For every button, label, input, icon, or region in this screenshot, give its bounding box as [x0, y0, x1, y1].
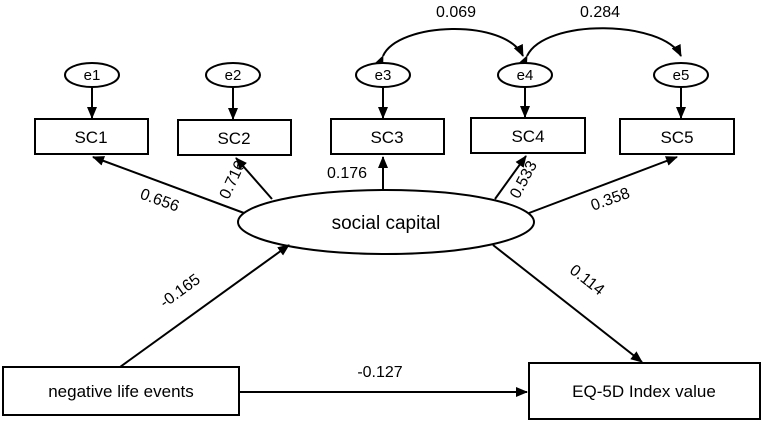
path-label-events-to-capital: -0.165 [157, 271, 204, 311]
latent-factor-label: social capital [332, 213, 441, 234]
indicator-label-sc1: SC1 [74, 128, 107, 147]
indicator-label-sc3: SC3 [370, 128, 403, 147]
error-label-e1: e1 [84, 67, 101, 84]
indicator-label-sc4: SC4 [511, 127, 544, 146]
error-term-e4: e4 [497, 62, 553, 88]
exogenous-label: negative life events [48, 382, 194, 401]
indicator-sc5: SC5 [619, 118, 735, 155]
error-label-e5: e5 [673, 67, 690, 84]
covariance-label-e3-e4: 0.069 [436, 4, 476, 21]
path-arrow-events-to-capital [119, 244, 290, 368]
loading-label-sc3: 0.176 [327, 165, 367, 182]
error-term-e1: e1 [64, 62, 120, 88]
error-label-e2: e2 [225, 67, 242, 84]
loading-arrow-sc5 [528, 156, 678, 214]
error-term-e5: e5 [653, 62, 709, 88]
error-term-e3: e3 [355, 62, 411, 88]
latent-factor-social-capital: social capital [237, 189, 535, 255]
indicator-sc4: SC4 [470, 117, 586, 154]
loading-label-sc2: 0.716 [217, 158, 249, 202]
indicator-label-sc2: SC2 [217, 129, 250, 148]
exogenous-negative-life-events: negative life events [2, 366, 240, 416]
path-label-capital-to-outcome: 0.114 [566, 262, 607, 299]
covariance-arc-e3-e4 [373, 28, 524, 69]
covariance-label-e4-e5: 0.284 [580, 4, 620, 21]
loading-arrow-sc4 [494, 155, 527, 200]
indicator-sc3: SC3 [330, 118, 445, 155]
outcome-eq5d-index-value: EQ-5D Index value [528, 362, 761, 420]
indicator-sc2: SC2 [177, 119, 292, 156]
loading-label-sc1: 0.656 [138, 186, 182, 216]
indicator-label-sc5: SC5 [660, 128, 693, 147]
outcome-label: EQ-5D Index value [572, 382, 716, 401]
path-label-events-to-outcome: -0.127 [357, 364, 402, 381]
indicator-sc1: SC1 [34, 118, 149, 155]
loading-arrow-sc2 [235, 157, 273, 200]
covariance-arc-e4-e5 [517, 27, 682, 69]
loading-label-sc5: 0.358 [589, 185, 633, 215]
error-term-e2: e2 [205, 62, 261, 88]
loading-arrow-sc1 [92, 156, 245, 214]
error-label-e4: e4 [517, 67, 534, 84]
path-arrow-capital-to-outcome [492, 244, 643, 363]
error-label-e3: e3 [375, 67, 392, 84]
loading-label-sc4: 0.533 [507, 158, 541, 201]
